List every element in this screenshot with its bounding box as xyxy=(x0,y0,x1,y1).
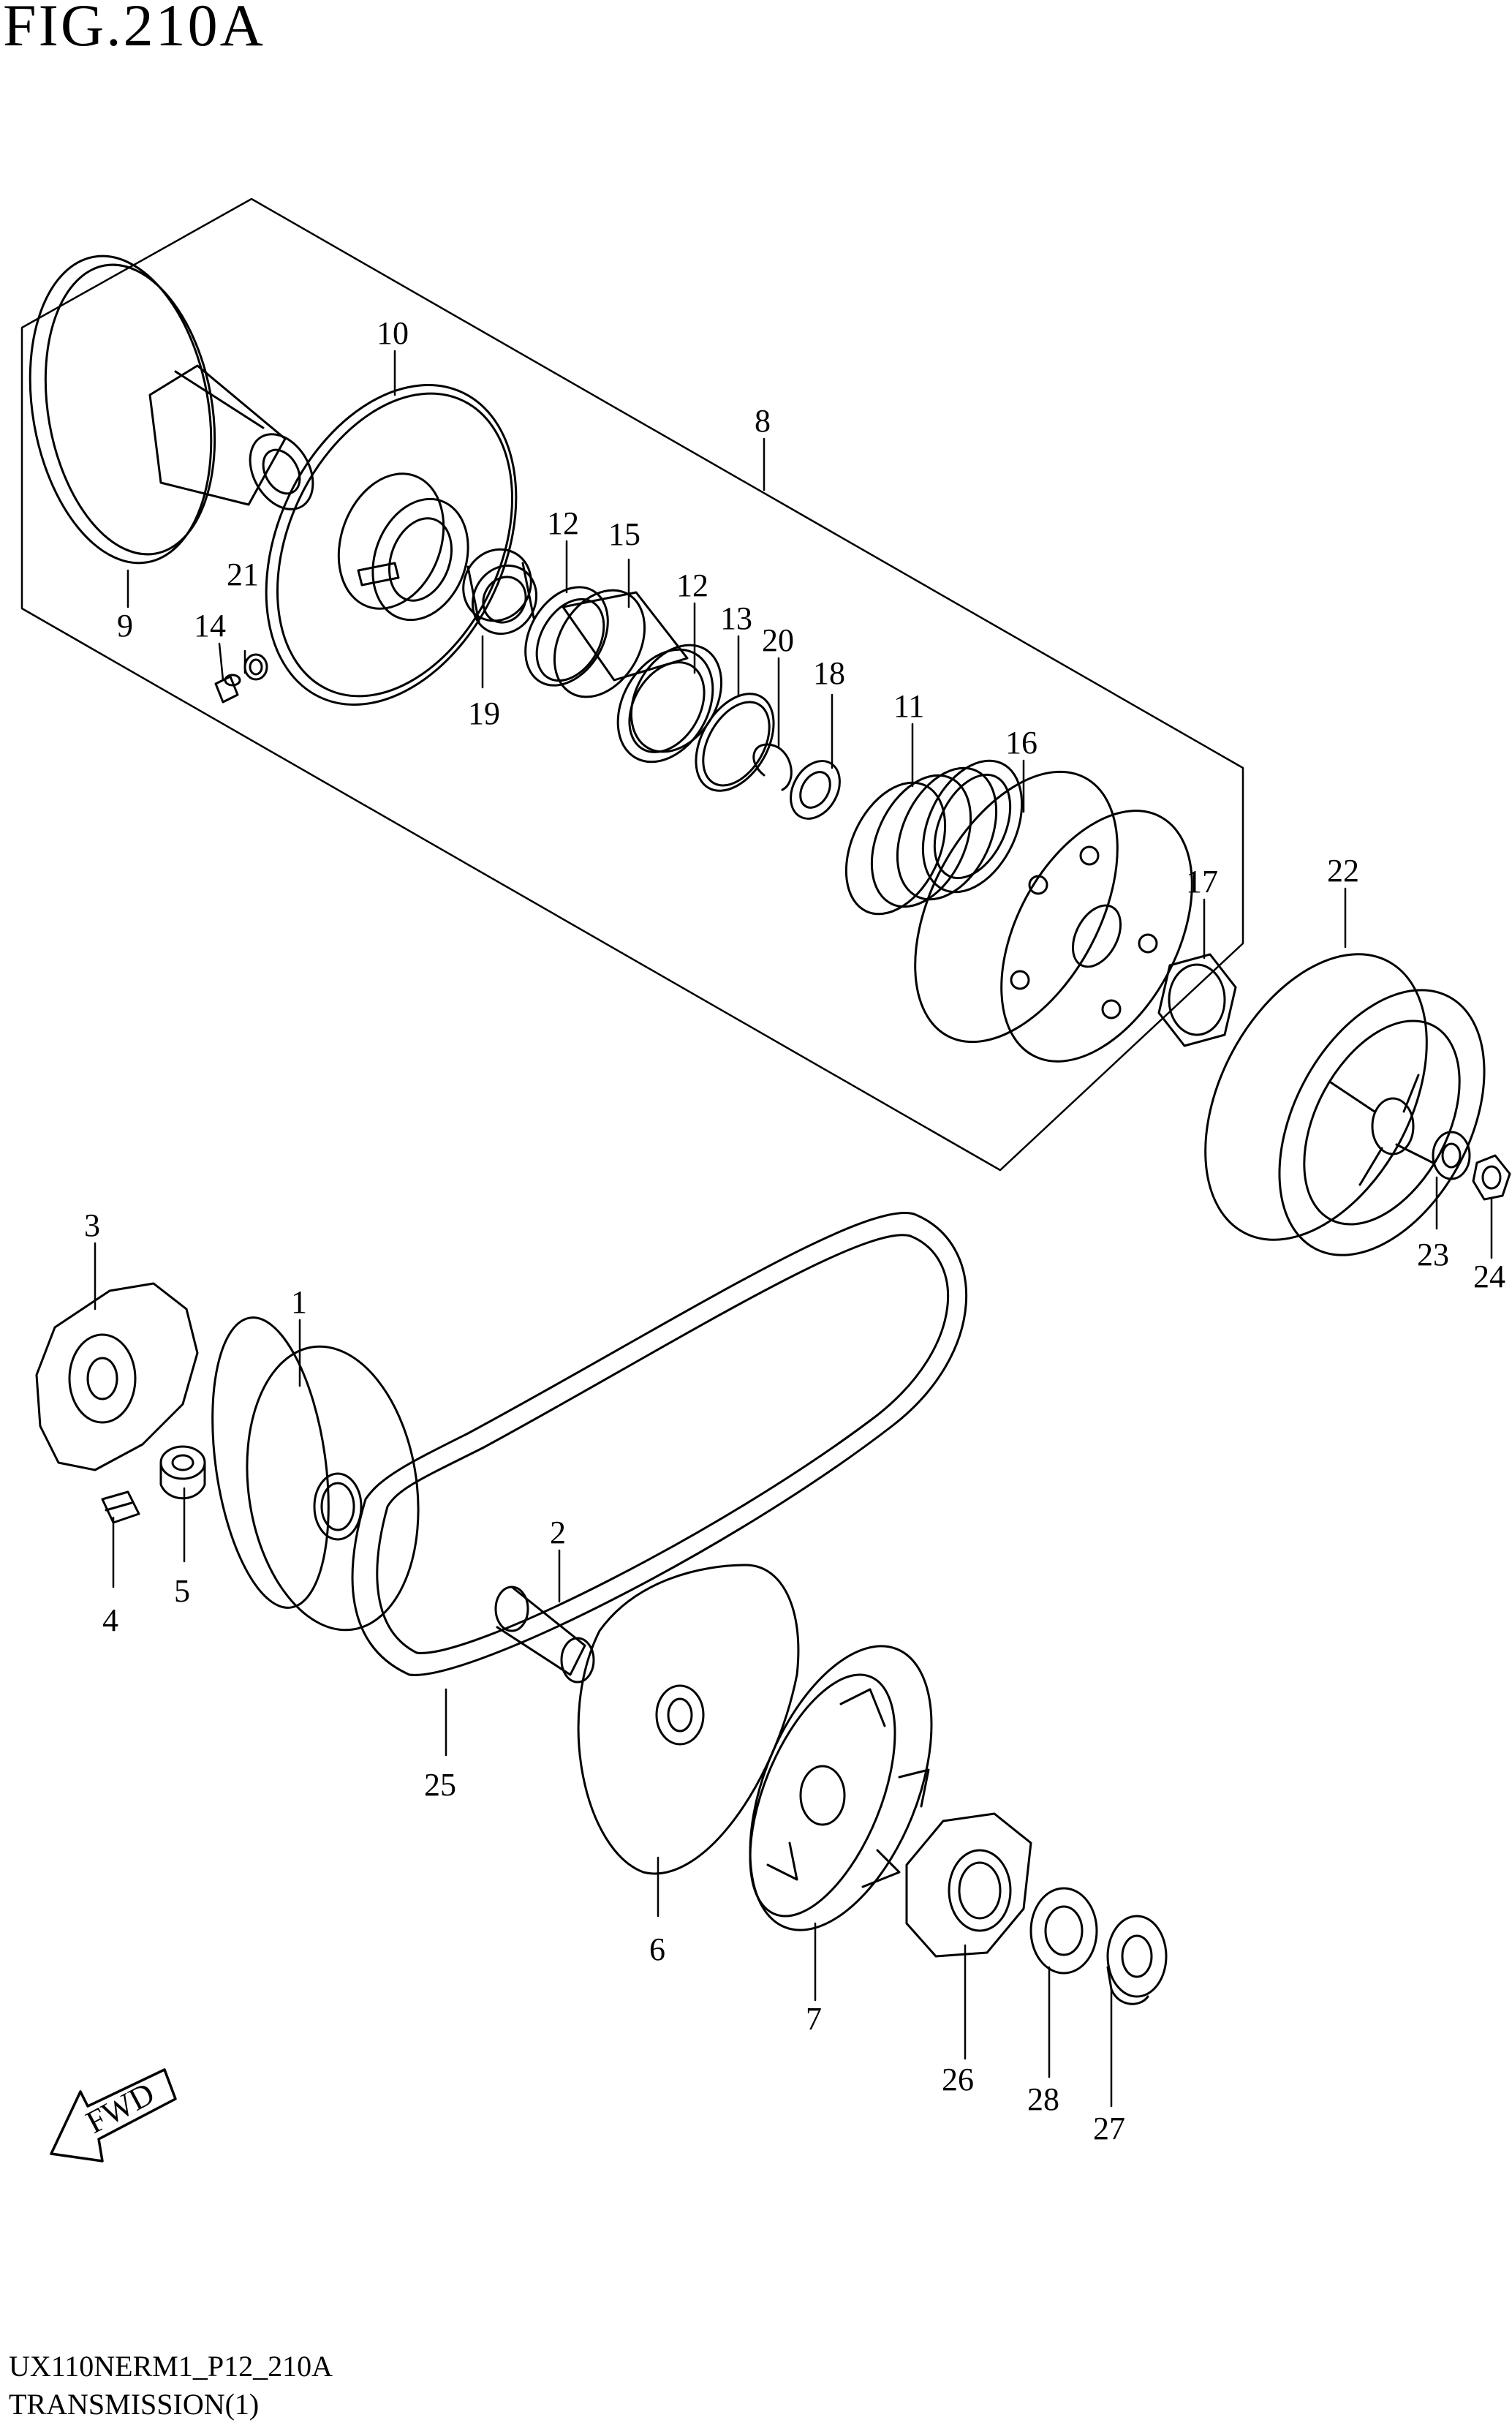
part-25-v-belt[interactable] xyxy=(351,1212,968,1676)
part-20-circlip[interactable] xyxy=(752,743,793,791)
label-part-2[interactable]: 2 xyxy=(550,1515,566,1550)
label-part-7[interactable]: 7 xyxy=(806,2001,822,2037)
label-part-28[interactable]: 28 xyxy=(1027,2081,1059,2117)
label-part-21[interactable]: 21 xyxy=(227,557,259,592)
fwd-arrow-icon xyxy=(50,2068,177,2163)
label-part-26[interactable]: 26 xyxy=(942,2062,974,2097)
label-part-13[interactable]: 13 xyxy=(720,600,752,636)
part-7-fan-face[interactable] xyxy=(714,1621,968,1956)
part-10-movable-driven-face[interactable] xyxy=(217,344,564,745)
clutch-assembly-frame xyxy=(20,197,1244,1172)
part-22-clutch-housing[interactable] xyxy=(1160,917,1512,1290)
part-11-spring[interactable] xyxy=(826,745,1041,930)
label-part-16[interactable]: 16 xyxy=(1005,725,1037,761)
label-part-1[interactable]: 1 xyxy=(291,1284,307,1320)
part-24-nut[interactable] xyxy=(1472,1154,1511,1201)
figure-title: FIG.210A xyxy=(3,0,265,59)
label-part-10[interactable]: 10 xyxy=(377,315,409,351)
part-28-washer[interactable] xyxy=(1029,1887,1098,1975)
part-15-sleeve[interactable] xyxy=(536,574,739,768)
label-part-14[interactable]: 14 xyxy=(194,608,226,644)
label-part-9[interactable]: 9 xyxy=(117,608,133,644)
part-number-labels: 9 10 8 12 15 12 13 20 18 11 16 17 22 23 … xyxy=(84,315,1505,2146)
part-18-bearing[interactable] xyxy=(781,753,850,828)
label-part-22[interactable]: 22 xyxy=(1327,853,1359,889)
part-2-spacer-collar[interactable] xyxy=(494,1586,595,1684)
label-part-4[interactable]: 4 xyxy=(102,1602,118,1638)
part-5-roller-weight[interactable] xyxy=(159,1445,206,1500)
label-part-11[interactable]: 11 xyxy=(893,688,924,724)
label-part-18[interactable]: 18 xyxy=(813,655,845,691)
label-part-6[interactable]: 6 xyxy=(649,1931,665,1967)
part-19-needle-bearing[interactable] xyxy=(450,537,548,645)
footer-section-name: TRANSMISSION(1) xyxy=(9,2388,260,2421)
label-part-3[interactable]: 3 xyxy=(84,1207,100,1243)
part-26-hex-sleeve[interactable] xyxy=(905,1812,1032,1958)
label-part-20[interactable]: 20 xyxy=(762,622,794,658)
footer-diagram-code: UX110NERM1_P12_210A xyxy=(9,2350,333,2383)
part-23-washer[interactable] xyxy=(1432,1131,1471,1180)
label-part-23[interactable]: 23 xyxy=(1417,1237,1449,1273)
leader-lines xyxy=(94,350,1493,2108)
label-part-12-upper[interactable]: 12 xyxy=(547,505,579,541)
label-part-12-lower[interactable]: 12 xyxy=(676,568,708,603)
part-14-pin[interactable] xyxy=(214,674,241,704)
part-6-fixed-drive-face[interactable] xyxy=(577,1564,800,1875)
part-21-collar[interactable] xyxy=(243,653,268,681)
label-part-27[interactable]: 27 xyxy=(1093,2111,1125,2146)
part-1-movable-drive-face[interactable] xyxy=(196,1311,436,1642)
label-part-5[interactable]: 5 xyxy=(174,1573,190,1609)
part-17-nut[interactable] xyxy=(1157,953,1237,1047)
fwd-label: FWD xyxy=(80,2076,160,2141)
label-part-19[interactable]: 19 xyxy=(468,695,500,731)
part-16-clutch-carrier[interactable] xyxy=(874,738,1231,1093)
label-part-15[interactable]: 15 xyxy=(608,516,640,552)
part-3-ramp-plate[interactable] xyxy=(35,1282,199,1471)
label-part-25[interactable]: 25 xyxy=(424,1767,456,1803)
part-13-o-ring[interactable] xyxy=(680,680,790,804)
label-part-24[interactable]: 24 xyxy=(1473,1259,1505,1294)
label-part-17[interactable]: 17 xyxy=(1186,864,1218,900)
part-4-slide-piece[interactable] xyxy=(101,1490,140,1524)
part-9-driven-face[interactable] xyxy=(7,241,325,577)
label-part-8[interactable]: 8 xyxy=(755,403,771,439)
part-27-nut[interactable] xyxy=(1106,1915,1168,2005)
